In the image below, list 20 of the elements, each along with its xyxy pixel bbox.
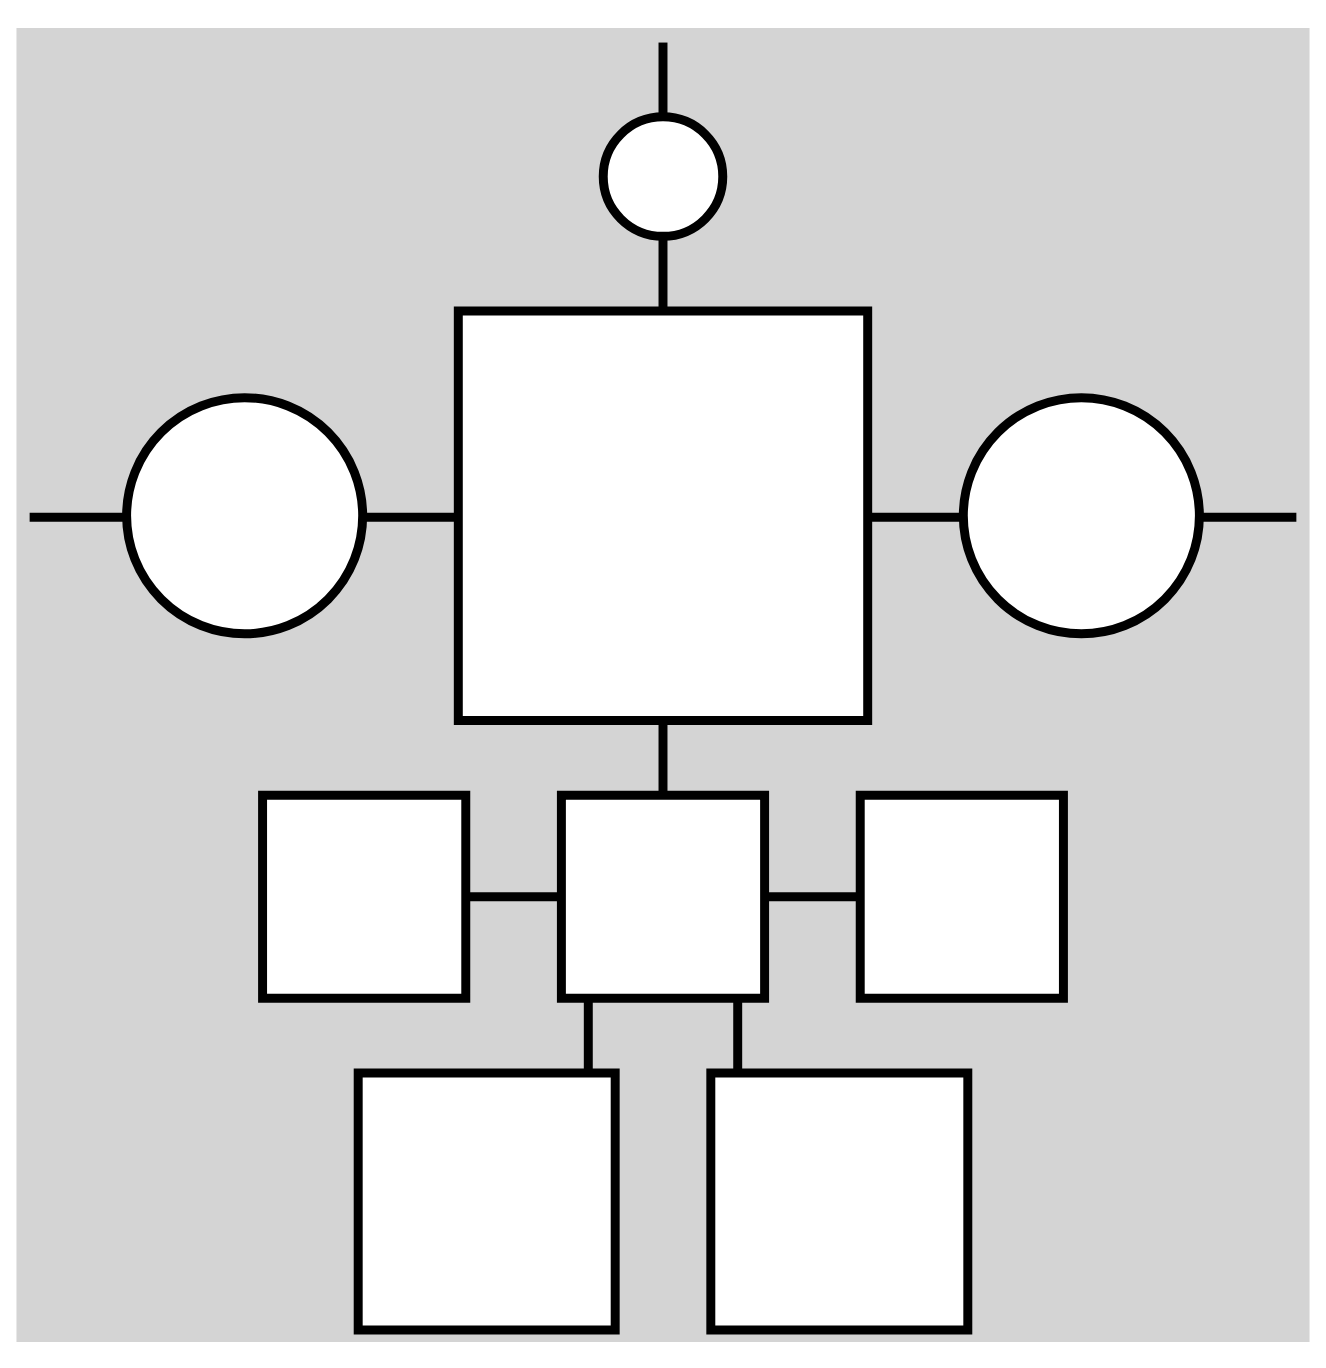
node-box — [706, 1067, 973, 1334]
connector — [733, 998, 743, 1072]
node-box — [855, 789, 1068, 1002]
node-circle — [958, 392, 1204, 638]
node-box — [258, 789, 471, 1002]
connector — [868, 511, 963, 521]
connector — [1200, 511, 1297, 521]
node-box — [353, 1067, 620, 1334]
node-box — [556, 789, 770, 1002]
connector — [29, 511, 126, 521]
connector — [466, 891, 561, 901]
connector — [583, 998, 593, 1072]
connector — [363, 511, 458, 521]
node-box — [453, 305, 873, 724]
connector — [658, 41, 668, 116]
connector — [658, 719, 668, 794]
node-circle — [122, 392, 368, 638]
connector — [658, 235, 668, 309]
connector — [765, 891, 860, 901]
node-circle — [598, 111, 728, 240]
